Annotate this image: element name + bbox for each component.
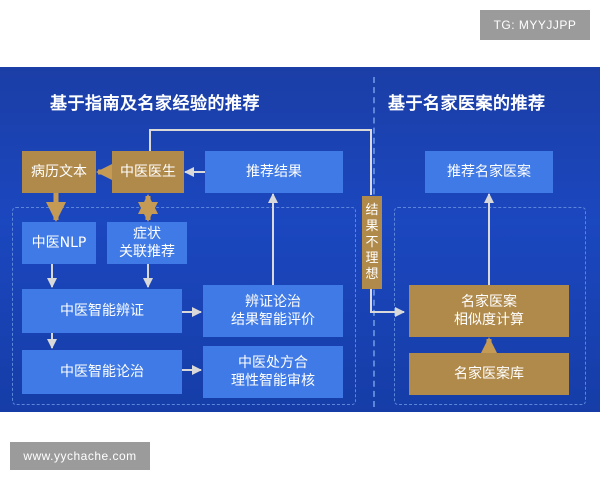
- node-prescription-review: 中医处方合 理性智能审核: [203, 346, 343, 398]
- connector-arrows: [46, 129, 499, 375]
- node-recommendation-result: 推荐结果: [205, 151, 343, 193]
- watermark-top-badge: TG: MYYJJPP: [480, 10, 590, 40]
- left-dashed-frame: [12, 207, 356, 405]
- node-intelligent-treatment: 中医智能论治: [22, 350, 182, 394]
- node-medical-record-text: 病历文本: [22, 151, 96, 193]
- watermark-top-text: TG: MYYJJPP: [493, 18, 577, 32]
- node-syndrome-evaluation: 辨证论治 结果智能评价: [203, 285, 343, 337]
- node-unsatisfactory-result: 结 果 不 理 想: [362, 196, 382, 289]
- node-case-library: 名家医案库: [409, 353, 569, 395]
- watermark-bottom-badge: www.yychache.com: [10, 442, 150, 470]
- arrow-unsatisfactory-to-similarity: [370, 289, 405, 317]
- node-case-similarity: 名家医案 相似度计算: [409, 285, 569, 337]
- watermark-bottom-text: www.yychache.com: [23, 449, 137, 463]
- arrow-result-to-unsatisfactory: [149, 129, 372, 195]
- node-recommend-famous-cases: 推荐名家医案: [425, 151, 553, 193]
- diagram-panel: 基于指南及名家经验的推荐 基于名家医案的推荐 病历文本 中医医生 推荐结果 中医…: [0, 67, 600, 412]
- node-symptom-recommendation: 症状 关联推荐: [107, 222, 187, 264]
- left-section-title: 基于指南及名家经验的推荐: [50, 94, 260, 114]
- right-section-title: 基于名家医案的推荐: [388, 94, 546, 114]
- node-syndrome-differentiation: 中医智能辨证: [22, 289, 182, 333]
- node-tcm-nlp: 中医NLP: [22, 222, 96, 264]
- node-tcm-doctor: 中医医生: [112, 151, 184, 193]
